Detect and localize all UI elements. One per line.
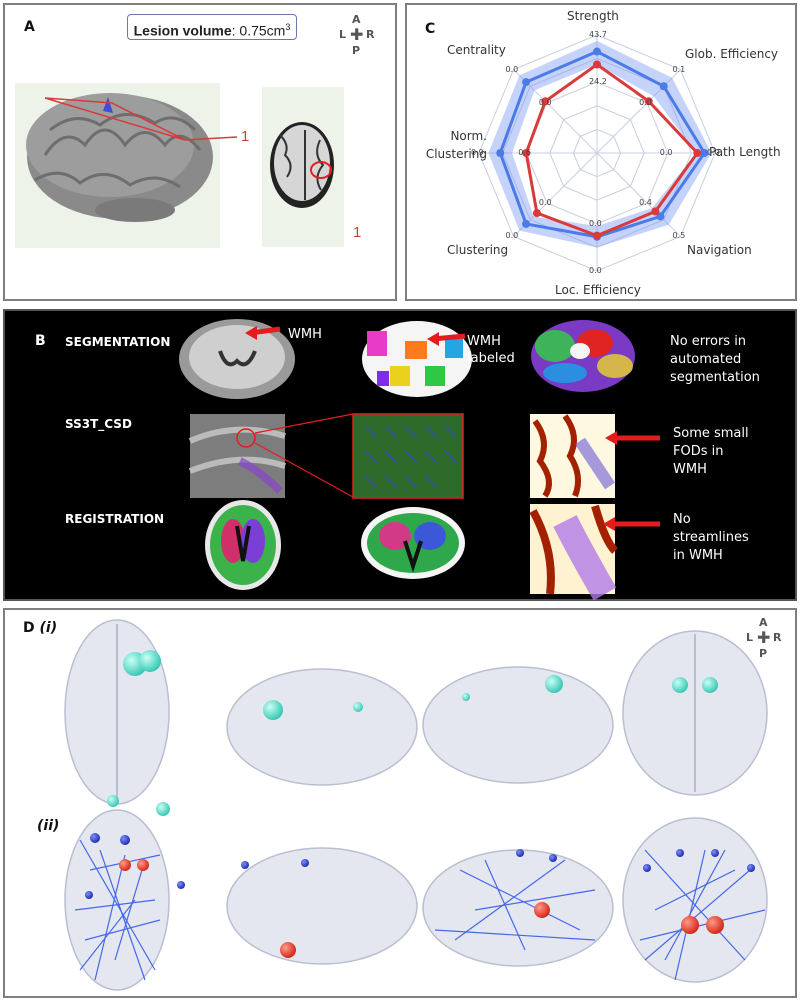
streamline-edges bbox=[74, 839, 766, 981]
axial-fa-map bbox=[205, 500, 281, 590]
orientation-compass: A L ✚ R P bbox=[339, 13, 379, 59]
compass-d-cross-icon: ✚ bbox=[757, 628, 771, 647]
lesion-volume-label: Lesion volume bbox=[133, 22, 232, 39]
radar-axis-label: Navigation bbox=[687, 243, 752, 257]
radar-point-red bbox=[532, 209, 541, 218]
radar-point-red bbox=[522, 149, 531, 157]
radar-tick-max: 0.5 bbox=[672, 231, 686, 241]
compass-d-anterior: A bbox=[759, 616, 768, 629]
compass-cross-icon: ✚ bbox=[350, 25, 364, 44]
panel-d-letter: D bbox=[23, 620, 35, 636]
radar-axis-label: Strength bbox=[567, 9, 619, 23]
radar-tick-max: 0.9 bbox=[471, 148, 484, 157]
radar-tick-max: 0.0 bbox=[589, 266, 602, 275]
panel-c: C Strength 43.7 24.2 Glob. Efficiency 0.1 0.0… bbox=[405, 3, 797, 301]
brains-row-i bbox=[64, 619, 768, 805]
radar-tick-max: 0.1 bbox=[672, 64, 686, 74]
radar-chart bbox=[478, 34, 716, 272]
panel-b-label: B bbox=[35, 333, 46, 349]
radar-point-blue bbox=[700, 149, 709, 157]
compass-left: L bbox=[339, 28, 347, 41]
radar-axis-label: Centrality bbox=[447, 43, 506, 57]
panel-d-label: D (i) bbox=[23, 620, 57, 636]
radar-axis-label: Clustering bbox=[447, 243, 509, 257]
panel-d-row-i-label: (i) bbox=[39, 620, 58, 636]
coronal-fa-map bbox=[361, 507, 465, 579]
compass-d-left: L bbox=[746, 631, 754, 644]
panel-d-row-ii-label: (ii) bbox=[37, 818, 60, 834]
lesion-volume-value: : 0.75cm bbox=[231, 22, 286, 39]
radar-axis-label: Path Length bbox=[709, 145, 781, 159]
radar-point-red bbox=[593, 231, 601, 240]
compass-right: R bbox=[366, 28, 375, 41]
compass-d-right: R bbox=[773, 631, 782, 644]
compass-posterior: P bbox=[352, 44, 361, 57]
radar-tick-min: 0.0 bbox=[659, 148, 673, 157]
radar-tick-max: 0.0 bbox=[505, 231, 519, 241]
panel-b: B SEGMENTATION SS3T_CSD REGISTRATION bbox=[3, 309, 797, 601]
marker-3d-label: 1 bbox=[241, 128, 250, 145]
radar-axis-label: Loc. Efficiency bbox=[555, 283, 641, 297]
coronal-mri bbox=[179, 319, 295, 399]
radar-point-blue bbox=[656, 212, 665, 221]
radar-axis-label: Norm. Clustering bbox=[425, 129, 487, 161]
compass-anterior: A bbox=[352, 13, 361, 26]
wmh-annotation: WMH bbox=[288, 327, 322, 342]
fod-glyphs bbox=[364, 425, 458, 489]
ss3t-csd-note: Some small FODs in WMH bbox=[673, 426, 749, 477]
orientation-compass-d: A L ✚ R P bbox=[746, 616, 786, 662]
radar-blue-band bbox=[488, 40, 712, 248]
segmentation-note: No errors in automated segmentation bbox=[670, 334, 760, 385]
panel-d-graphics bbox=[64, 619, 768, 991]
radar-tick-min: 0.0 bbox=[639, 97, 652, 107]
radar-point-red bbox=[693, 149, 702, 157]
radar-spoke bbox=[596, 152, 681, 237]
radar-point-red bbox=[644, 97, 653, 106]
lesion-volume-unit-exponent: 3 bbox=[285, 22, 291, 32]
radar-point-red bbox=[651, 207, 660, 216]
radar-tick-min: 0.0 bbox=[538, 97, 552, 107]
panel-c-label: C bbox=[425, 21, 436, 37]
radar-tick-max: 0.0 bbox=[707, 148, 720, 157]
radar-point-red bbox=[541, 97, 550, 106]
marker-slice-label: 1 bbox=[353, 224, 362, 241]
coronal-labeled bbox=[362, 321, 472, 397]
panel-a-label: A bbox=[24, 19, 35, 35]
row-head-ss3t-csd: SS3T_CSD bbox=[65, 417, 132, 431]
radar-point-blue bbox=[522, 219, 531, 228]
radar-tick-min: 24.2 bbox=[589, 77, 607, 87]
brain-3d-render bbox=[26, 93, 213, 222]
radar-point-blue bbox=[522, 78, 531, 87]
row-head-segmentation: SEGMENTATION bbox=[65, 335, 171, 349]
radar-tick-min: 0.0 bbox=[538, 198, 552, 208]
brains-row-ii bbox=[64, 809, 768, 991]
radar-tick-min: 0.4 bbox=[639, 198, 652, 208]
radar-tick-max: 0.0 bbox=[505, 64, 519, 74]
panel-b-graphics bbox=[179, 319, 660, 601]
radar-point-blue bbox=[593, 47, 601, 56]
panel-a-graphics bbox=[15, 83, 344, 248]
radar-point-blue bbox=[496, 149, 505, 157]
radar-tick-max: 43.7 bbox=[589, 30, 607, 39]
radar-point-blue bbox=[659, 82, 668, 91]
axial-slice bbox=[270, 122, 334, 208]
panel-d: D (i) (ii) A L ✚ R P bbox=[3, 608, 797, 998]
cortical-parcellation bbox=[531, 320, 635, 392]
panel-a: A Lesion volume: 0.75cm3 A L ✚ R P bbox=[3, 3, 397, 301]
wmh-labeled-annotation: WMH labeled bbox=[467, 334, 515, 366]
radar-point-red bbox=[593, 60, 601, 69]
radar-tick-min: 0.6 bbox=[518, 148, 531, 157]
compass-d-posterior: P bbox=[759, 647, 768, 660]
row-head-registration: REGISTRATION bbox=[65, 512, 165, 526]
registration-note: No streamlines in WMH bbox=[673, 512, 749, 563]
lesion-volume-box: Lesion volume: 0.75cm3 bbox=[127, 14, 297, 40]
radar-axis-label: Glob. Efficiency bbox=[685, 47, 779, 61]
radar-tick-min: 0.0 bbox=[589, 218, 602, 228]
